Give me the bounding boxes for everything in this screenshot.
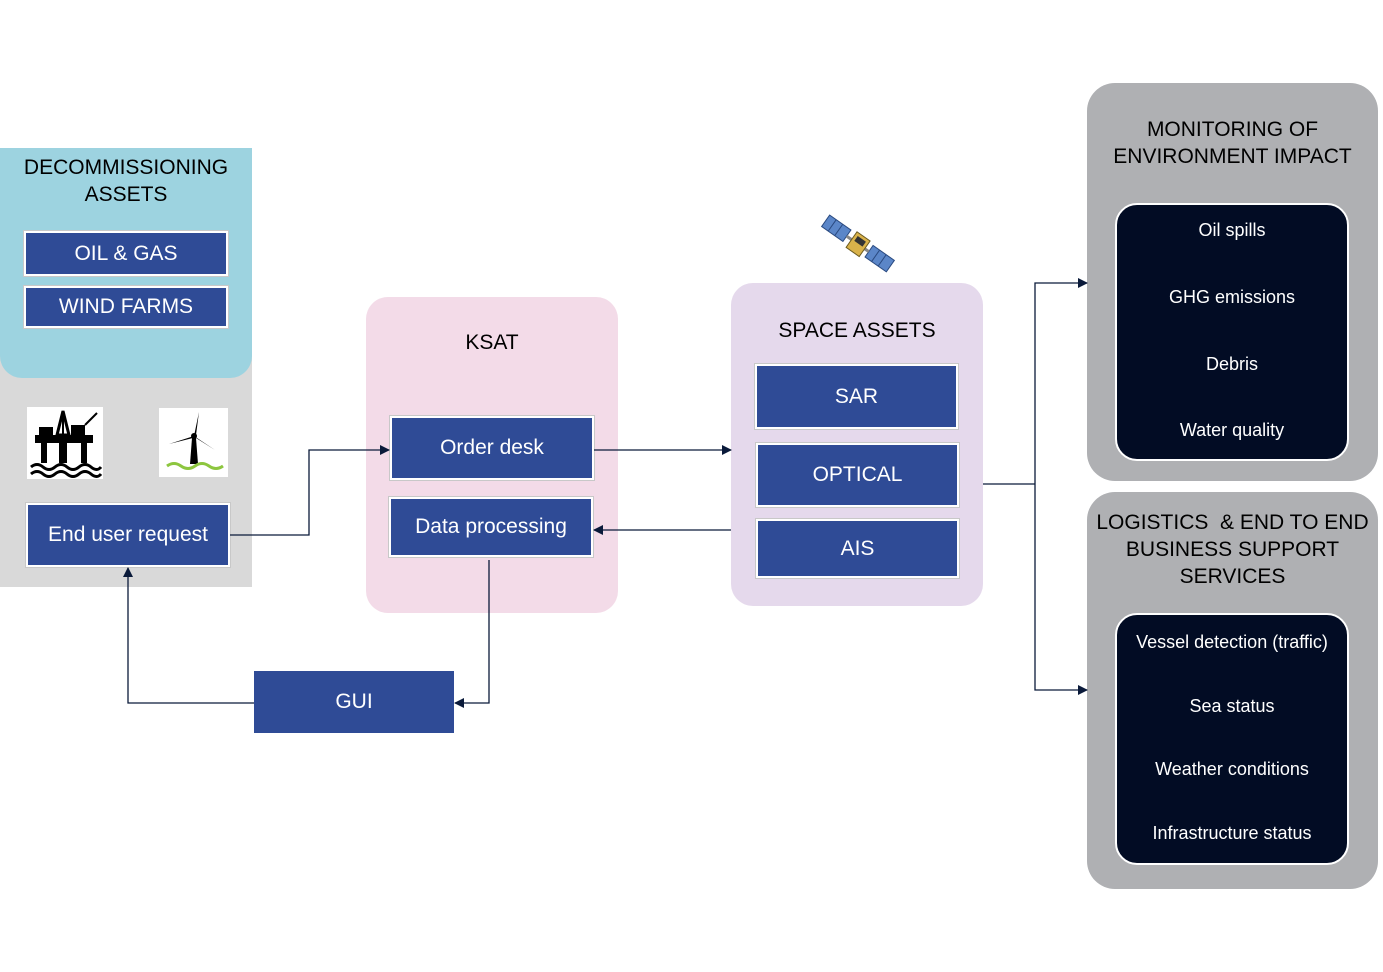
decommissioning-title: DECOMMISSIONING ASSETS bbox=[23, 156, 229, 206]
oil-rig-icon bbox=[27, 407, 103, 479]
arrow-request-to-order bbox=[230, 445, 390, 536]
ksat-title: KSAT bbox=[465, 331, 519, 354]
space-assets-title: SPACE ASSETS bbox=[778, 319, 936, 342]
logistics-item-sea: Sea status bbox=[1189, 696, 1275, 716]
arrow-processing-to-gui bbox=[454, 560, 490, 708]
monitoring-item-debris: Debris bbox=[1205, 354, 1258, 374]
logistics-item-vessel: Vessel detection (traffic) bbox=[1136, 632, 1328, 652]
data-processing-button[interactable]: Data processing bbox=[389, 497, 593, 557]
ais-button[interactable]: AIS bbox=[756, 519, 959, 578]
monitoring-list: Oil spills GHG emissions Debris Water qu… bbox=[1115, 203, 1349, 461]
monitoring-panel: MONITORING OF ENVIRONMENT IMPACT Oil spi… bbox=[1087, 83, 1378, 481]
wind-farms-button[interactable]: WIND FARMS bbox=[24, 286, 228, 328]
logistics-title: LOGISTICS & END TO END BUSINESS SUPPORT … bbox=[1096, 511, 1369, 588]
logistics-item-weather: Weather conditions bbox=[1155, 759, 1309, 779]
monitoring-item-ghg: GHG emissions bbox=[1168, 287, 1296, 307]
arrow-to-monitoring bbox=[1034, 278, 1088, 484]
sar-button[interactable]: SAR bbox=[755, 364, 958, 429]
monitoring-title: MONITORING OF ENVIRONMENT IMPACT bbox=[1113, 118, 1352, 168]
optical-button[interactable]: OPTICAL bbox=[756, 443, 959, 507]
monitoring-item-water: Water quality bbox=[1179, 420, 1285, 440]
logistics-list: Vessel detection (traffic) Sea status We… bbox=[1115, 613, 1349, 865]
monitoring-item-oil-spills: Oil spills bbox=[1198, 220, 1266, 240]
logistics-panel: LOGISTICS & END TO END BUSINESS SUPPORT … bbox=[1087, 492, 1378, 889]
satellite-icon bbox=[820, 210, 896, 278]
gui-button[interactable]: GUI bbox=[254, 671, 454, 733]
wind-turbine-icon bbox=[159, 408, 228, 477]
arrow-to-logistics bbox=[1034, 484, 1088, 695]
oil-gas-button[interactable]: OIL & GAS bbox=[24, 231, 228, 276]
logistics-item-infrastructure: Infrastructure status bbox=[1152, 823, 1312, 843]
end-user-request-button[interactable]: End user request bbox=[26, 503, 230, 567]
arrow-gui-to-request bbox=[123, 567, 254, 704]
order-desk-button[interactable]: Order desk bbox=[390, 416, 594, 480]
